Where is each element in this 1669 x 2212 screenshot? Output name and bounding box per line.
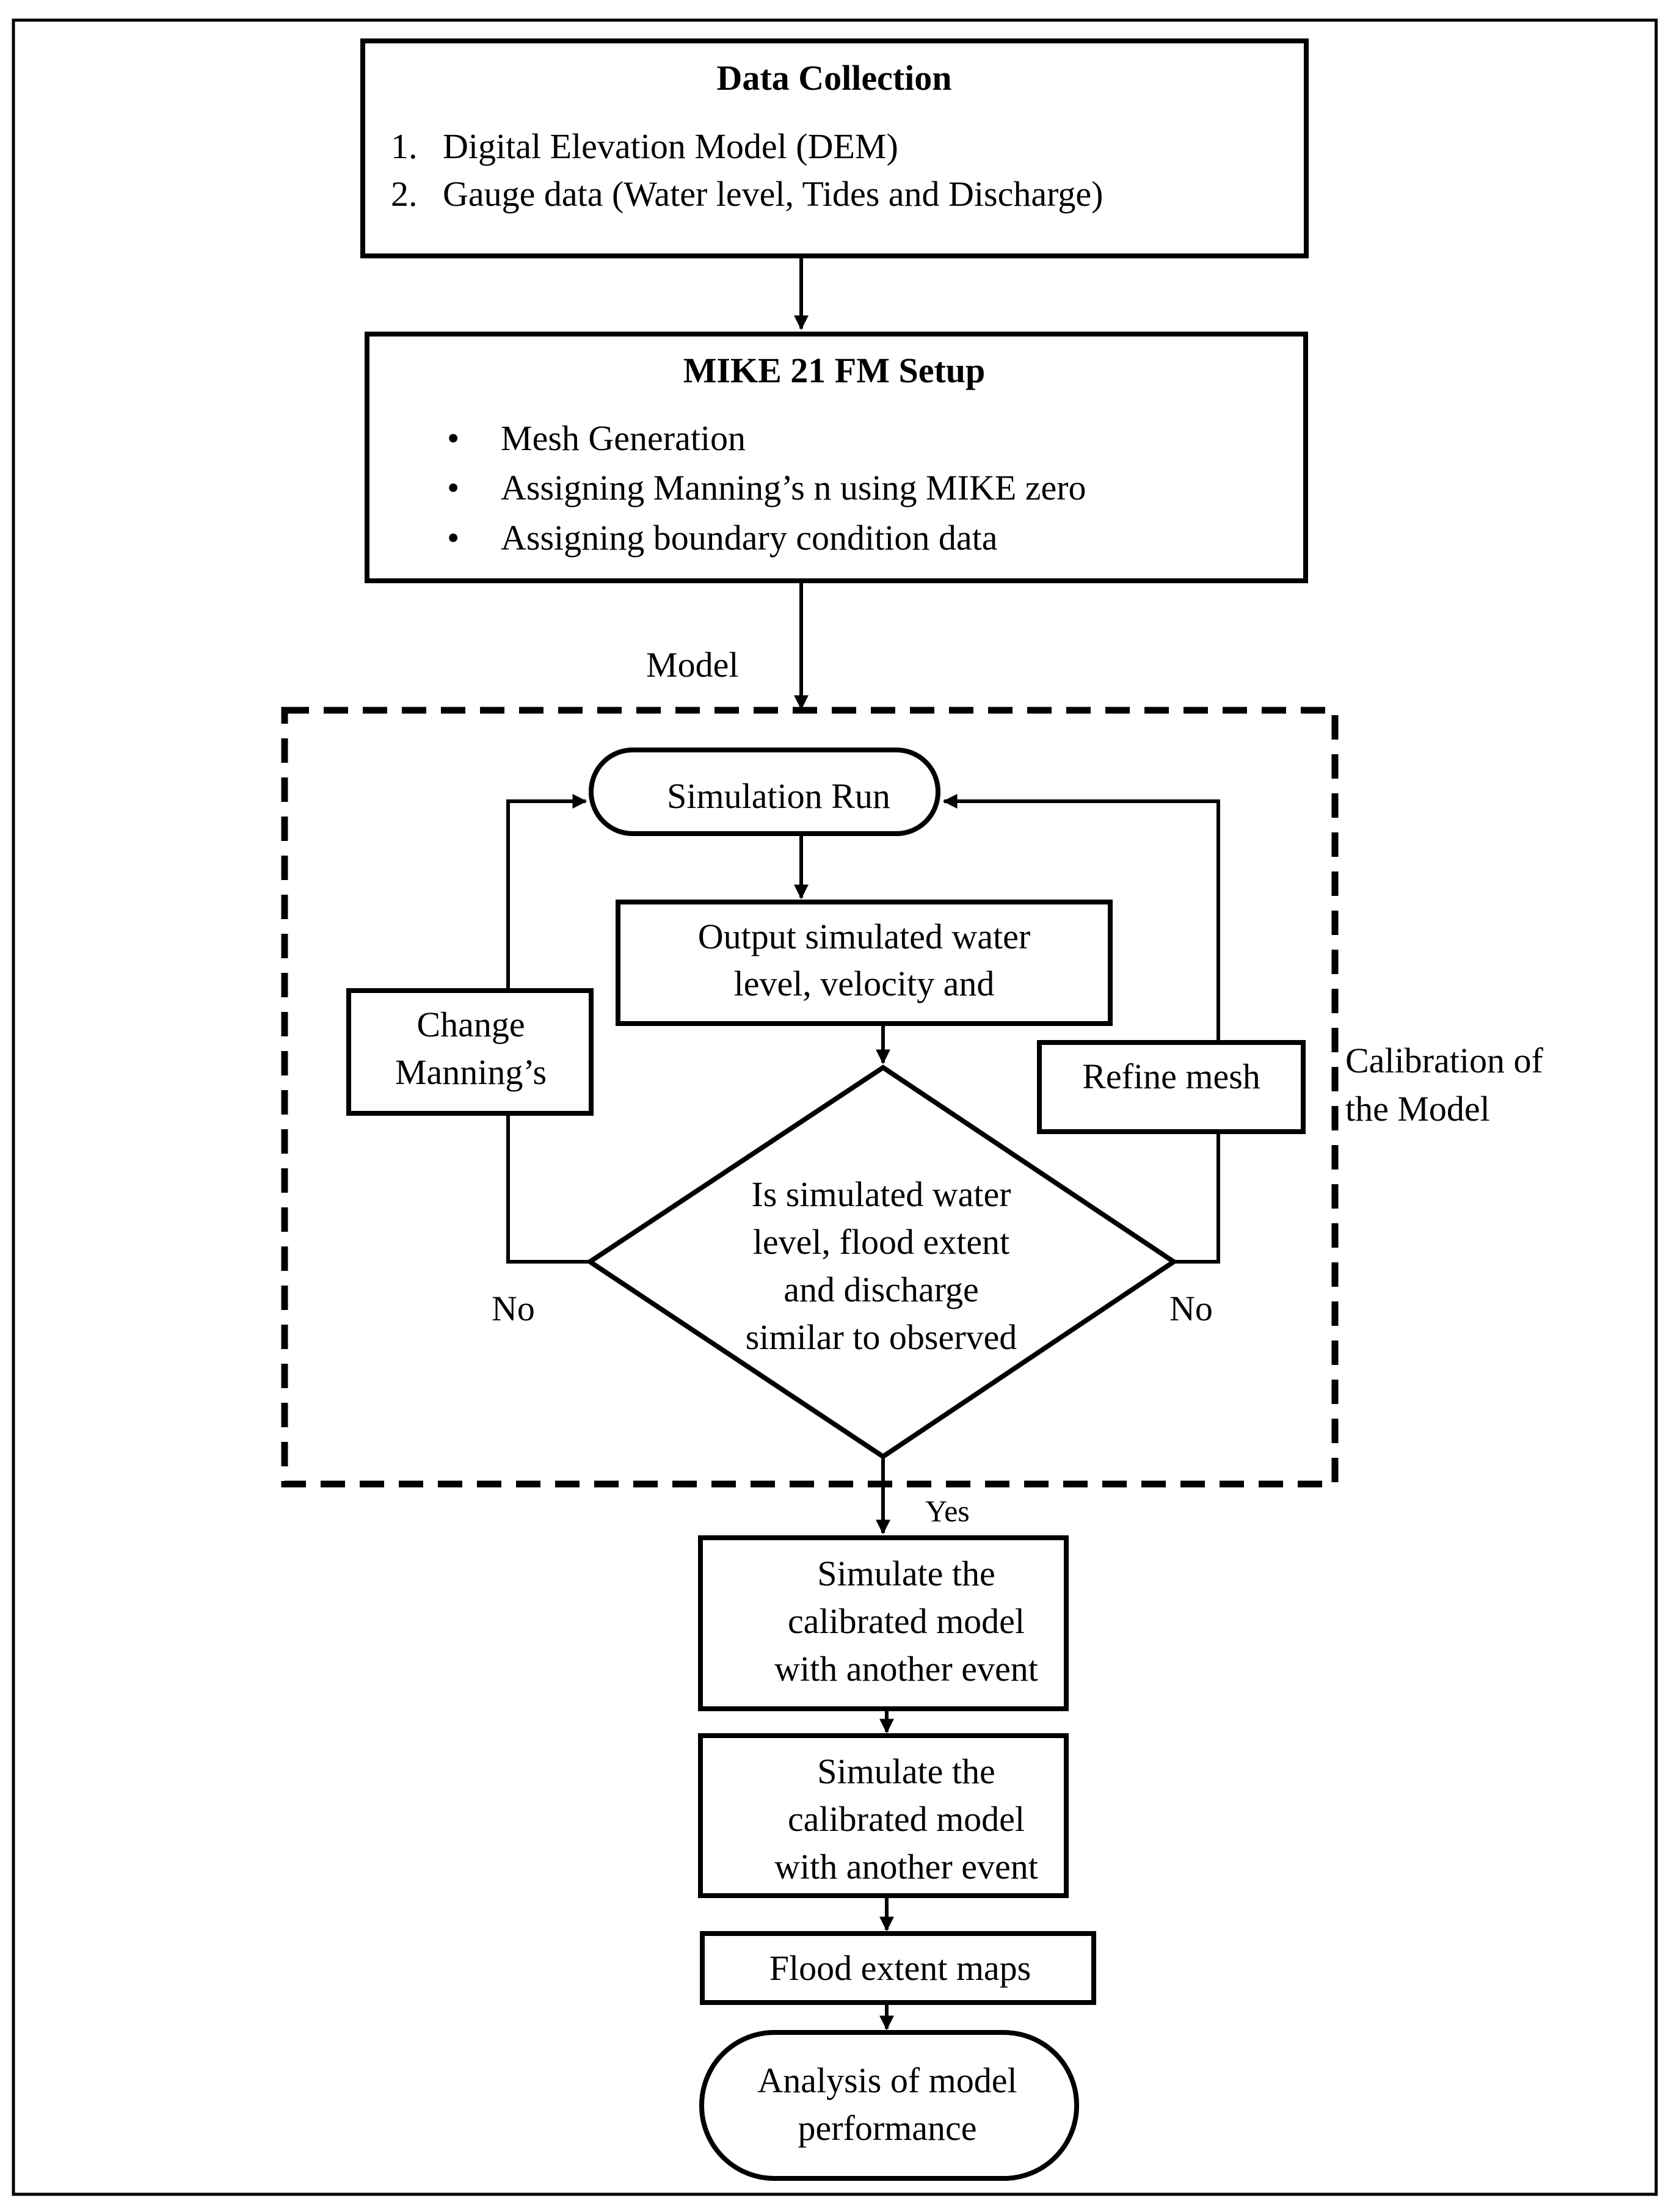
- mike-setup-item-3: Assigning boundary condition data: [501, 518, 998, 558]
- mike-setup-item-2: Assigning Manning’s n using MIKE zero: [501, 468, 1086, 508]
- simulate-1-line-2: calibrated model: [788, 1601, 1025, 1641]
- data-collection-item-1: Digital Elevation Model (DEM): [443, 126, 898, 166]
- data-collection-item-2: Gauge data (Water level, Tides and Disch…: [443, 174, 1103, 214]
- decision-diamond: Is simulated water level, flood extent a…: [585, 1064, 1179, 1460]
- output-line-2: level, velocity and: [734, 964, 995, 1003]
- yes-label: Yes: [925, 1494, 970, 1528]
- simulate-2-line-2: calibrated model: [788, 1799, 1025, 1839]
- loop-right-lower: [1174, 1132, 1220, 1264]
- loop-left-lower: [506, 1113, 590, 1264]
- refine-mesh-label: Refine mesh: [1082, 1057, 1260, 1096]
- calibration-label-line-1: Calibration of: [1345, 1041, 1543, 1080]
- bullet-3: •: [447, 518, 459, 558]
- output-line-1: Output simulated water: [698, 917, 1030, 956]
- analysis-line-2: performance: [798, 2108, 976, 2148]
- change-line-2: Manning’s: [395, 1052, 547, 1092]
- bullet-1: •: [447, 418, 459, 458]
- refine-mesh-box: Refine mesh: [1037, 1040, 1306, 1134]
- simulation-run-node: Simulation Run: [589, 748, 940, 836]
- decision-line-2: level, flood extent: [753, 1222, 1009, 1262]
- simulate-2-line-1: Simulate the: [817, 1752, 995, 1791]
- decision-line-1: Is simulated water: [751, 1174, 1011, 1214]
- data-collection-title: Data Collection: [717, 58, 952, 98]
- simulate-box-1: Simulate the calibrated model with anoth…: [698, 1535, 1069, 1711]
- mike-setup-title: MIKE 21 FM Setup: [683, 351, 986, 390]
- loop-left-upper: [506, 794, 587, 991]
- decision-line-3: and discharge: [784, 1270, 978, 1309]
- flood-extent-label: Flood extent maps: [769, 1948, 1031, 1988]
- no-left-label: No: [492, 1289, 535, 1328]
- calibration-region: [281, 707, 1339, 1488]
- simulate-2-line-3: with another event: [774, 1847, 1038, 1886]
- simulate-1-line-1: Simulate the: [817, 1554, 995, 1593]
- data-collection-number-1: 1.: [391, 126, 418, 166]
- bullet-2: •: [447, 468, 459, 508]
- change-line-1: Change: [416, 1005, 525, 1044]
- decision-line-4: similar to observed: [746, 1317, 1017, 1357]
- flood-extent-box: Flood extent maps: [700, 1931, 1096, 2005]
- output-box: Output simulated water level, velocity a…: [616, 900, 1113, 1026]
- simulation-run-label: Simulation Run: [667, 776, 890, 816]
- simulate-box-2: Simulate the calibrated model with anoth…: [698, 1733, 1069, 1898]
- data-collection-number-2: 2.: [391, 174, 418, 214]
- data-collection-box: Data Collection 1. Digital Elevation Mod…: [360, 38, 1309, 258]
- analysis-line-1: Analysis of model: [757, 2061, 1017, 2100]
- no-right-label: No: [1169, 1289, 1213, 1328]
- outer-frame: [12, 18, 1658, 2196]
- simulate-1-line-3: with another event: [774, 1649, 1038, 1689]
- change-mannings-box: Change Manning’s: [346, 988, 594, 1116]
- model-label: Model: [646, 645, 738, 685]
- mike-setup-item-1: Mesh Generation: [501, 418, 746, 458]
- calibration-label-line-2: the Model: [1345, 1089, 1490, 1129]
- analysis-node: Analysis of model performance: [699, 2030, 1079, 2181]
- loop-right-upper: [942, 794, 1220, 1042]
- mike-setup-box: MIKE 21 FM Setup • Mesh Generation • Ass…: [365, 332, 1308, 583]
